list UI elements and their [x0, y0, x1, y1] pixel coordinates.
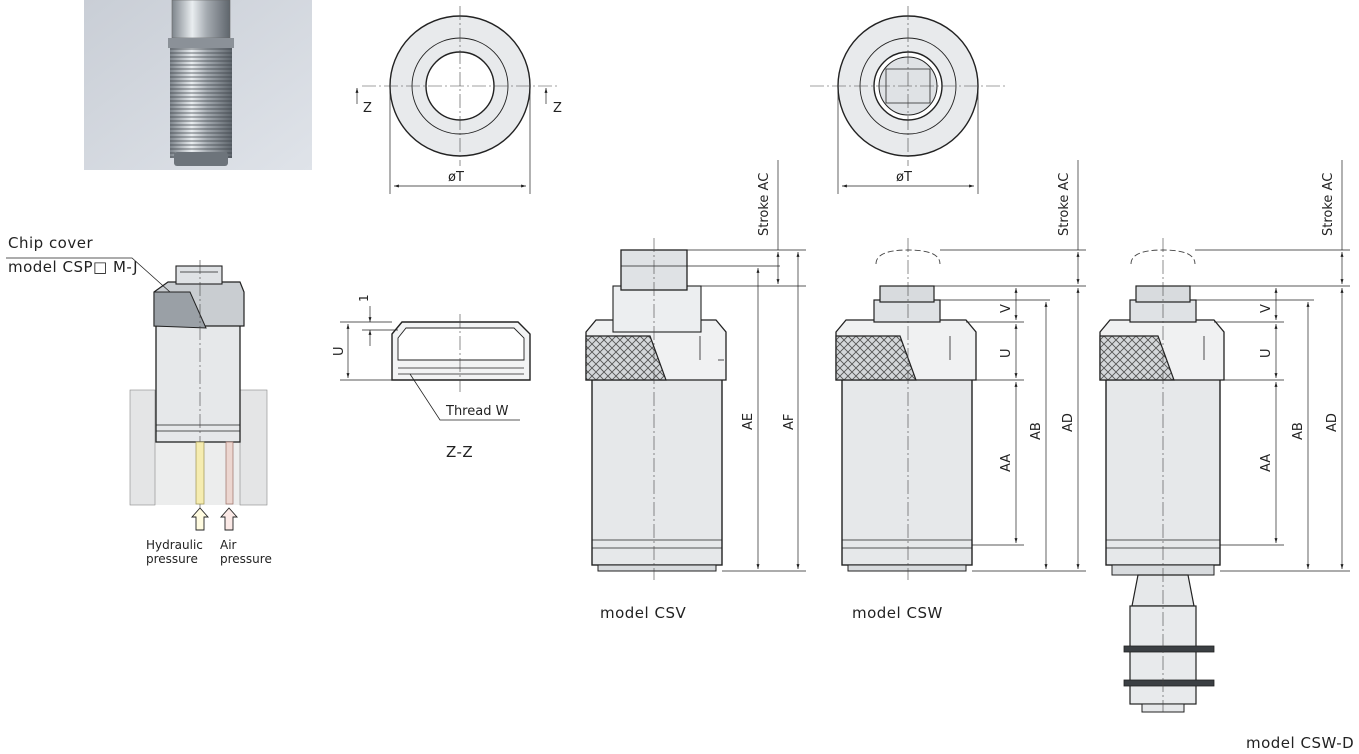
dim-aa-label-csw: AA: [999, 454, 1014, 472]
dim-v-label-cswd: V: [1259, 304, 1274, 313]
dim-aa-label-cswd: AA: [1259, 454, 1274, 472]
dim-u-label-section: U: [332, 346, 347, 356]
air-label: Air: [220, 538, 237, 552]
dim-ad-label-csw: AD: [1061, 413, 1076, 432]
dim-u-label-cswd: U: [1259, 348, 1274, 358]
section-z-label-left: Z: [363, 101, 372, 116]
hydraulic-label: Hydraulic: [146, 538, 203, 552]
dim-af-label: AF: [782, 414, 797, 430]
dim-one-label: 1: [357, 294, 371, 302]
model-csv-label: model CSV: [600, 604, 686, 622]
air-pressure-label: pressure: [220, 552, 272, 566]
model-csw-label: model CSW: [852, 604, 943, 622]
dim-ad-label-cswd: AD: [1325, 413, 1340, 432]
model-csw-d-drawing: [1099, 160, 1350, 713]
model-csw-drawing: [835, 160, 1086, 580]
section-z-label-right: Z: [553, 101, 562, 116]
dim-ab-label-csw: AB: [1029, 422, 1044, 440]
hydraulic-pressure-label: pressure: [146, 552, 198, 566]
model-csw-d-label: model CSW-D: [1246, 734, 1354, 752]
dim-ae-label: AE: [741, 413, 756, 430]
dim-u-label-csw: U: [999, 348, 1014, 358]
product-photo: [84, 0, 312, 170]
section-z-z: [340, 306, 531, 421]
top-view-csw: [810, 6, 1006, 194]
hydraulic-arrow-icon: [190, 507, 210, 531]
chip-cover-assembly: [6, 257, 268, 531]
chip-cover-label: Chip cover: [8, 234, 93, 252]
air-arrow-icon: [219, 507, 239, 531]
phi-t-label-1: øT: [448, 170, 464, 185]
model-csv-drawing: [585, 160, 806, 580]
dim-v-label-csw: V: [999, 304, 1014, 313]
chip-cover-model-label: model CSP□ M-J: [8, 258, 138, 276]
dim-ab-label-cswd: AB: [1291, 422, 1306, 440]
stroke-ac-label-csw: Stroke AC: [1057, 173, 1072, 236]
section-z-z-label: Z-Z: [446, 443, 473, 461]
phi-t-label-2: øT: [896, 170, 912, 185]
stroke-ac-label-cswd: Stroke AC: [1321, 173, 1336, 236]
top-view-csv: [355, 6, 558, 194]
thread-w-label: Thread W: [445, 404, 509, 419]
stroke-ac-label-csv: Stroke AC: [757, 173, 772, 236]
